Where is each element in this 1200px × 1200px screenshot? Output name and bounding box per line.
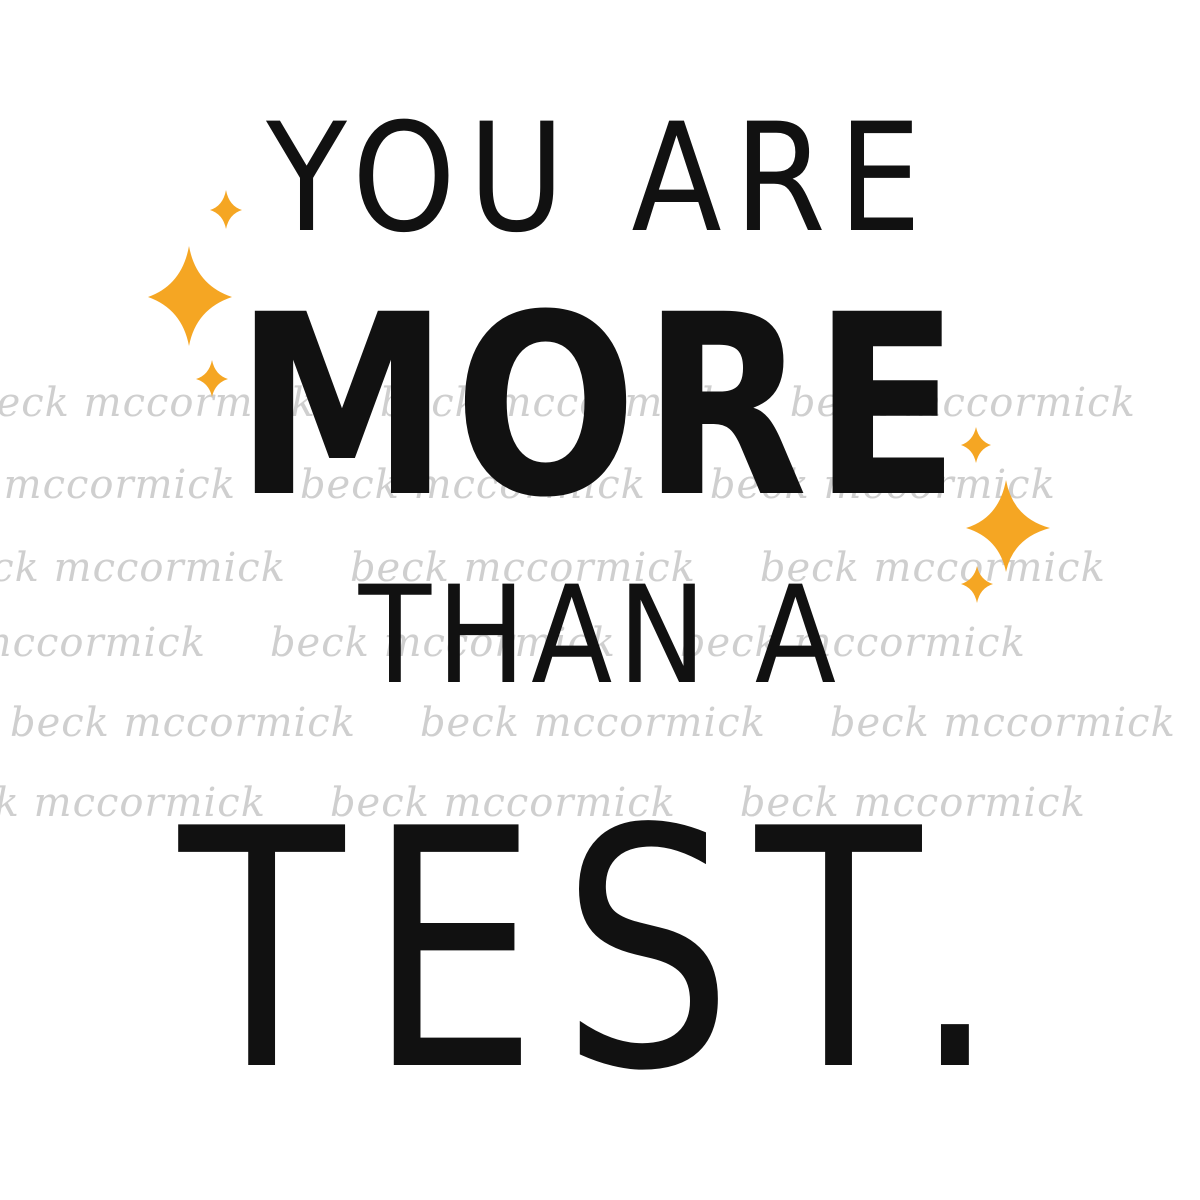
watermark-text: beck mccormick <box>329 780 676 826</box>
watermark-row: beck mccormick beck mccormick beck mccor… <box>0 780 1120 850</box>
sparkle-icon <box>210 190 242 229</box>
watermark-row: beck mccormick beck mccormick beck mccor… <box>0 545 1140 615</box>
watermark-text: beck mccormick <box>759 545 1106 591</box>
sparkle-icon <box>961 566 993 603</box>
watermark-text: beck mccormick <box>709 462 1056 508</box>
sparkle-icon <box>196 360 228 397</box>
quote-line-test: TEST. <box>178 759 1022 1143</box>
watermark-row: beck mccormick beck mccormick beck mccor… <box>10 700 1200 770</box>
watermark-text: beck mccormick <box>379 380 726 426</box>
watermark-row: beck mccormick beck mccormick beck mccor… <box>0 620 1060 690</box>
watermark-text: beck mccormick <box>0 462 236 508</box>
watermark-text: beck mccormick <box>419 700 766 746</box>
sparkle-icon <box>148 246 232 346</box>
watermark-text: beck mccormick <box>789 380 1136 426</box>
watermark-text: beck mccormick <box>739 780 1086 826</box>
watermark-text: beck mccormick <box>269 620 616 666</box>
watermark-text: beck mccormick <box>0 545 286 591</box>
watermark-row: beck mccormick beck mccormick beck mccor… <box>0 462 1090 532</box>
watermark-text: beck mccormick <box>829 700 1176 746</box>
sparkle-icon <box>961 427 991 463</box>
watermark-text: beck mccormick <box>0 620 206 666</box>
watermark-text: beck mccormick <box>349 545 696 591</box>
sparkle-icon <box>966 480 1050 572</box>
watermark-row: beck mccormick beck mccormick beck mccor… <box>0 380 1170 450</box>
watermark-text: beck mccormick <box>679 620 1026 666</box>
quote-line-more: MORE <box>235 261 965 552</box>
quote-line-you-are: YOU ARE <box>266 92 934 266</box>
watermark-text: beck mccormick <box>0 380 316 426</box>
watermark-text: beck mccormick <box>10 700 356 746</box>
quote-line-than-a: THAN A <box>358 557 842 714</box>
watermark-text: beck mccormick <box>0 780 266 826</box>
watermark-text: beck mccormick <box>299 462 646 508</box>
